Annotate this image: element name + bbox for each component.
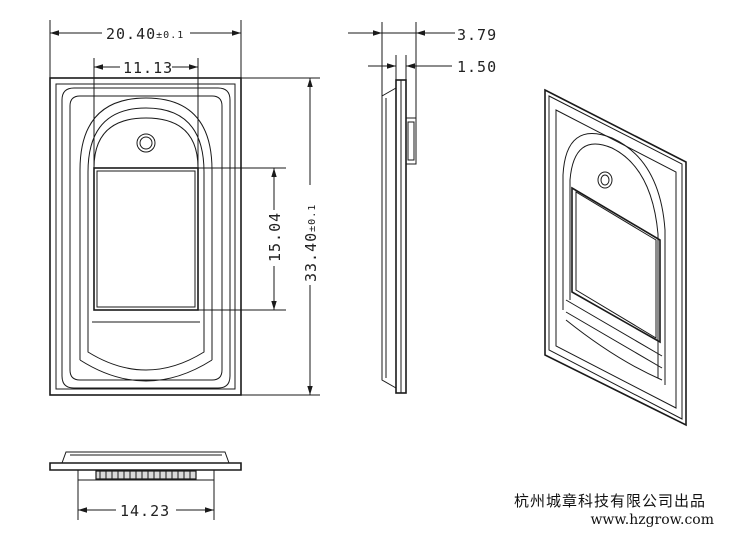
front-dimensions: 20.40±0.1 11.13 15.04 33.40±0.1 <box>49 20 320 396</box>
front-view <box>49 77 242 396</box>
bottom-view <box>49 451 242 481</box>
dim-overall-width: 20.40±0.1 <box>106 25 184 43</box>
isometric-view <box>544 88 687 427</box>
website-url[interactable]: www.hzgrow.com <box>590 512 714 528</box>
dim-overall-height: 33.40±0.1 <box>302 204 320 282</box>
company-credit: 杭州城章科技有限公司出品 <box>513 492 706 510</box>
dim-bottom-width: 14.23 <box>120 502 170 520</box>
bottom-dimensions: 14.23 <box>77 480 215 520</box>
dim-thickness-total: 3.79 <box>457 26 497 44</box>
side-dimensions: 3.79 1.50 <box>348 22 497 118</box>
side-view <box>381 79 417 394</box>
dim-window-width: 11.13 <box>123 59 173 77</box>
dim-window-height: 15.04 <box>266 212 284 262</box>
connector-pins <box>99 471 191 479</box>
dim-thickness-plate: 1.50 <box>457 58 497 76</box>
